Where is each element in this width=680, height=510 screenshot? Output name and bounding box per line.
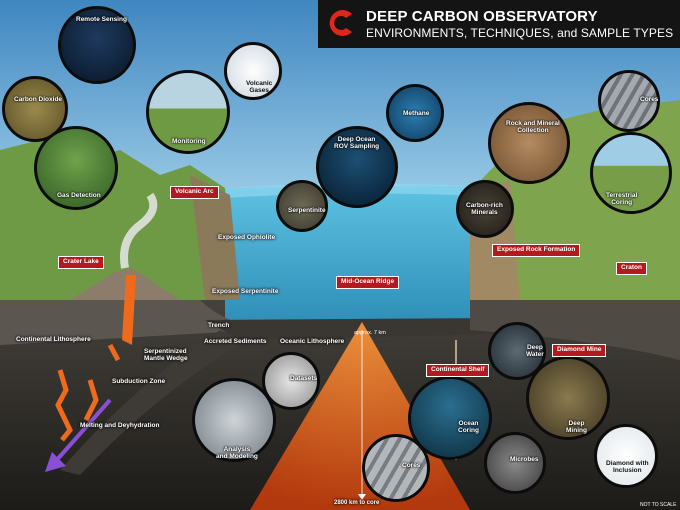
exposed-ophiolite-label: Exposed Ophiolite — [218, 234, 276, 241]
microbes-circle — [484, 432, 546, 494]
datasets-circle — [262, 352, 320, 410]
carbon-dioxide-label: Carbon Dioxide — [14, 96, 63, 103]
subducting-slab — [60, 330, 245, 475]
mid-ocean-ridge-label: Mid-Ocean Ridge — [336, 276, 400, 289]
exposed-serpentinite-label: Exposed Serpentinite — [212, 288, 279, 295]
carbon-rich-minerals-circle — [456, 180, 514, 238]
volcanic-arc-label: Volcanic Arc — [170, 186, 219, 199]
deep-mining-label: Deep Mining — [566, 420, 587, 435]
core-arrow — [358, 494, 366, 500]
accreted-sediments-label: Accreted Sediments — [204, 338, 267, 345]
monitoring-circle — [146, 70, 230, 154]
deep-mining-circle — [526, 356, 610, 440]
oceanic-lithosphere-label: Oceanic Lithosphere — [280, 338, 345, 345]
approx-7km-label: approx. 7 km — [354, 330, 386, 336]
datasets-label: Datasets — [290, 375, 318, 382]
core-depth-label: 2800 km to core — [334, 500, 380, 506]
diamond-inclusion-circle — [594, 424, 658, 488]
subduction-zone-label: Subduction Zone — [112, 378, 166, 385]
volcanic-gases-circle — [224, 42, 282, 100]
crater-lake-label: Crater Lake — [58, 256, 104, 269]
header-title: DEEP CARBON OBSERVATORY — [366, 8, 598, 25]
methane-circle — [386, 84, 444, 142]
magma-conduit — [122, 275, 136, 345]
terrestrial-coring-circle — [590, 132, 672, 214]
volcano-plume — [120, 192, 158, 269]
microbes-label: Microbes — [510, 456, 539, 463]
magma-blobs — [55, 343, 121, 442]
header-bar: DEEP CARBON OBSERVATORY ENVIRONMENTS, TE… — [318, 0, 680, 48]
gas-detection-circle — [34, 126, 118, 210]
analysis-modeling-label: Analysis and Modeling — [216, 446, 258, 461]
not-to-scale-label: NOT TO SCALE — [640, 502, 677, 508]
oceanic-lithosphere-layer — [205, 318, 500, 340]
deep-ocean-rov-circle — [316, 126, 398, 208]
subduction-arrow — [53, 398, 112, 464]
exposed-rock-label: Exposed Rock Formation — [492, 244, 581, 257]
craton-label: Craton — [616, 262, 647, 275]
cores-top-label: Cores — [640, 96, 659, 103]
rock-mineral-label: Rock and Mineral Collection — [506, 120, 560, 135]
left-cliff — [190, 175, 240, 300]
trench-label: Trench — [208, 322, 230, 329]
remote-sensing-circle — [58, 6, 136, 84]
continental-lithosphere-label: Continental Lithosphere — [16, 336, 91, 343]
right-lithosphere-layer — [470, 300, 680, 360]
diamond-mine-label: Diamond Mine — [552, 344, 607, 357]
deep-water-label: Deep Water — [526, 344, 544, 359]
serpentinite-label: Serpentinite — [288, 207, 326, 214]
serpentinite-circle — [276, 180, 328, 232]
deep-ocean-rov-label: Deep Ocean ROV Sampling — [334, 136, 380, 151]
methane-label: Methane — [403, 110, 430, 117]
continental-shelf-label: Continental Shelf — [426, 364, 490, 377]
serpentinized-wedge-label: Serpentinized Mantle Wedge — [144, 348, 188, 363]
cores-bottom-circle — [362, 434, 430, 502]
remote-sensing-label: Remote Sensing — [76, 16, 127, 23]
cores-bottom-label: Cores — [402, 462, 421, 469]
dco-logo-icon — [329, 10, 352, 37]
gas-detection-label: Gas Detection — [57, 192, 101, 199]
monitoring-label: Monitoring — [172, 138, 206, 145]
subduction-arrowhead — [45, 452, 66, 472]
carbon-rich-minerals-label: Carbon-rich Minerals — [466, 202, 503, 217]
header-subtitle: ENVIRONMENTS, TECHNIQUES, and SAMPLE TYP… — [366, 26, 674, 40]
rock-mineral-circle — [488, 102, 570, 184]
melting-label: Melting and Deyhydration — [80, 422, 160, 429]
analysis-modeling-circle — [192, 378, 276, 462]
carbon-dioxide-circle — [2, 76, 68, 142]
volcanic-gases-label: Volcanic Gases — [246, 80, 273, 95]
terrestrial-coring-label: Terrestrial Coring — [606, 192, 638, 207]
cores-top-circle — [598, 70, 660, 132]
ocean-coring-label: Ocean Coring — [458, 420, 479, 435]
volcano — [70, 268, 180, 300]
diamond-inclusion-label: Diamond with Inclusion — [606, 460, 649, 475]
